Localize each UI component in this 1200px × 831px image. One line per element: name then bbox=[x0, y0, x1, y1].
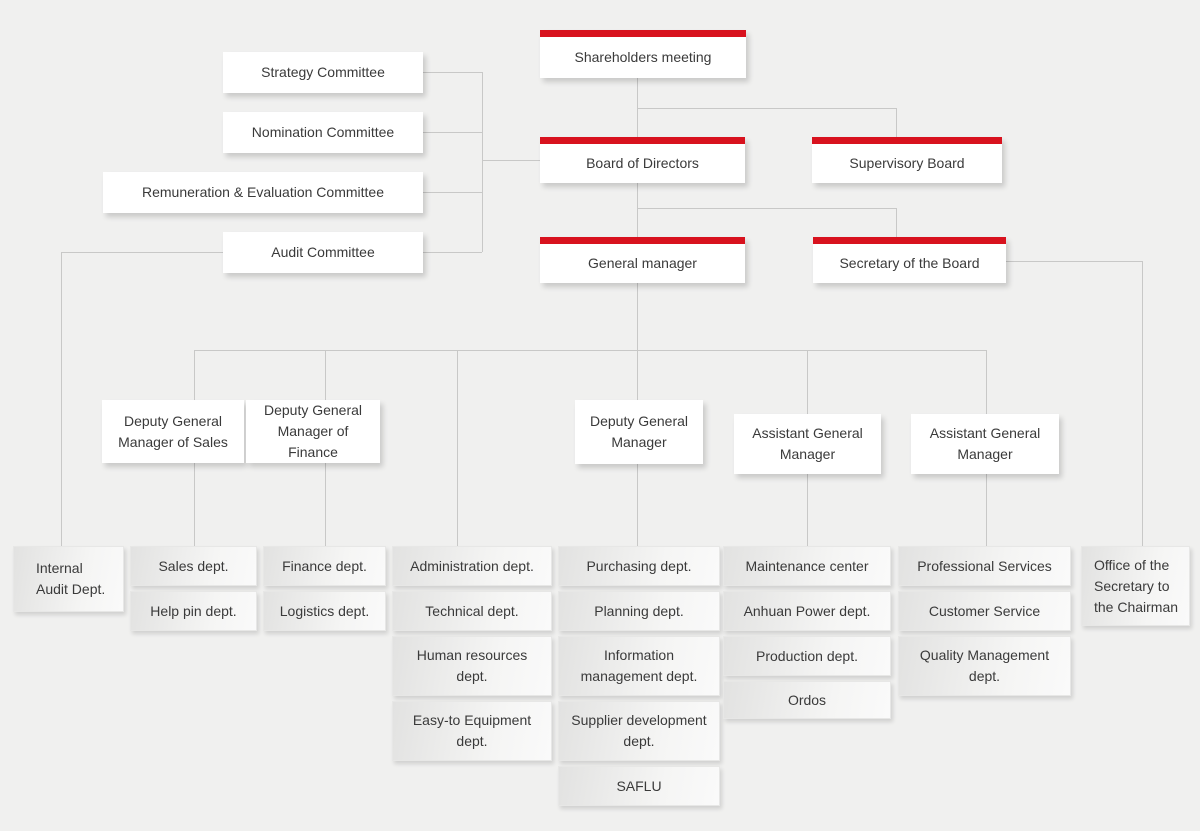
org-node-label: Easy-to Equipment dept. bbox=[412, 712, 532, 749]
red-accent-bar bbox=[813, 237, 1006, 244]
org-node-logistics-dept: Logistics dept. bbox=[263, 591, 386, 631]
connector-remuneration-stub bbox=[423, 192, 482, 193]
org-node-information-management-dept: Information management dept. bbox=[558, 636, 720, 696]
org-node-assistant-general-manager-2: Assistant General Manager bbox=[911, 414, 1059, 474]
org-node-label: Administration dept. bbox=[410, 557, 534, 574]
org-node-label: Remuneration & Evaluation Committee bbox=[141, 184, 384, 200]
org-node-label: Logistics dept. bbox=[279, 602, 370, 619]
org-node-label: Shareholders meeting bbox=[574, 49, 712, 65]
org-node-human-resources-dept: Human resources dept. bbox=[392, 636, 552, 696]
org-node-label: Ordos bbox=[787, 691, 827, 708]
org-node-assistant-general-manager-1: Assistant General Manager bbox=[734, 414, 881, 474]
org-node-shareholders-meeting: Shareholders meeting bbox=[540, 30, 746, 78]
connector-nomination-stub bbox=[423, 132, 482, 133]
org-node-quality-management-dept: Quality Management dept. bbox=[898, 636, 1071, 696]
org-node-maintenance-center: Maintenance center bbox=[723, 546, 891, 586]
org-node-internal-audit-dept: Internal Audit Dept. bbox=[13, 546, 124, 612]
connector-drop-administration-column bbox=[457, 350, 458, 546]
connector-branch-secretary-v bbox=[896, 208, 897, 237]
red-accent-bar bbox=[812, 137, 1002, 144]
org-node-purchasing-dept: Purchasing dept. bbox=[558, 546, 720, 586]
org-node-label: Assistant General Manager bbox=[752, 425, 863, 462]
org-node-nomination-committee: Nomination Committee bbox=[223, 112, 423, 153]
org-node-label: Nomination Committee bbox=[251, 124, 395, 140]
org-node-saflu: SAFLU bbox=[558, 766, 720, 806]
org-node-label: Audit Committee bbox=[271, 244, 375, 260]
org-node-label: Anhuan Power dept. bbox=[743, 602, 871, 619]
org-node-supervisory-board: Supervisory Board bbox=[812, 137, 1002, 183]
org-node-label: Human resources dept. bbox=[416, 647, 528, 684]
connector-strategy-stub bbox=[423, 72, 482, 73]
org-node-label: Office of the Secretary to the Chairman bbox=[1094, 556, 1179, 615]
org-node-label: Help pin dept. bbox=[150, 602, 237, 619]
org-node-deputy-gm-sales: Deputy General Manager of Sales bbox=[102, 400, 244, 463]
org-node-deputy-general-manager: Deputy General Manager bbox=[575, 400, 703, 464]
org-node-label: Production dept. bbox=[756, 647, 858, 664]
org-node-customer-service: Customer Service bbox=[898, 591, 1071, 631]
org-node-help-pin-dept: Help pin dept. bbox=[130, 591, 257, 631]
org-node-sales-dept: Sales dept. bbox=[130, 546, 257, 586]
org-node-anhuan-power-dept: Anhuan Power dept. bbox=[723, 591, 891, 631]
connector-internal-audit-drop bbox=[61, 252, 62, 546]
org-node-label: Sales dept. bbox=[158, 557, 229, 574]
org-node-deputy-gm-finance: Deputy General Manager of Finance bbox=[246, 400, 380, 463]
org-node-ordos: Ordos bbox=[723, 681, 891, 719]
org-node-strategy-committee: Strategy Committee bbox=[223, 52, 423, 93]
org-node-office-of-secretary-to-chairman: Office of the Secretary to the Chairman bbox=[1081, 546, 1190, 626]
org-node-label: Secretary of the Board bbox=[839, 255, 980, 271]
org-node-label: Deputy General Manager of Finance bbox=[263, 402, 363, 460]
org-node-label: Information management dept. bbox=[580, 647, 698, 684]
org-node-supplier-development-dept: Supplier development dept. bbox=[558, 701, 720, 761]
connector-distribution-bus bbox=[194, 350, 987, 351]
org-node-label: Technical dept. bbox=[425, 602, 519, 619]
org-node-label: Maintenance center bbox=[745, 557, 869, 574]
connector-board-to-gm bbox=[637, 183, 638, 237]
connector-secretary-to-office-v bbox=[1142, 261, 1143, 546]
org-node-label: Planning dept. bbox=[594, 602, 684, 619]
org-node-planning-dept: Planning dept. bbox=[558, 591, 720, 631]
org-node-label: Quality Management dept. bbox=[919, 647, 1050, 684]
connector-gm-to-distribution bbox=[637, 283, 638, 350]
red-accent-bar bbox=[540, 137, 745, 144]
connector-shareholders-to-board bbox=[637, 78, 638, 137]
org-node-production-dept: Production dept. bbox=[723, 636, 891, 676]
connector-secretary-to-office-h bbox=[1006, 261, 1142, 262]
org-node-finance-dept: Finance dept. bbox=[263, 546, 386, 586]
org-node-board-of-directors: Board of Directors bbox=[540, 137, 745, 183]
org-node-label: Assistant General Manager bbox=[929, 425, 1041, 462]
org-node-label: Deputy General Manager of Sales bbox=[118, 412, 228, 450]
connector-committee-spine bbox=[482, 72, 483, 252]
org-node-label: Deputy General Manager bbox=[589, 413, 689, 450]
org-node-technical-dept: Technical dept. bbox=[392, 591, 552, 631]
org-node-audit-committee: Audit Committee bbox=[223, 232, 423, 273]
org-node-professional-services: Professional Services bbox=[898, 546, 1071, 586]
org-node-administration-dept: Administration dept. bbox=[392, 546, 552, 586]
org-node-easy-to-equipment-dept: Easy-to Equipment dept. bbox=[392, 701, 552, 761]
org-node-secretary-of-the-board: Secretary of the Board bbox=[813, 237, 1006, 283]
org-node-label: Supervisory Board bbox=[849, 155, 965, 171]
connector-branch-supervisory-v bbox=[896, 108, 897, 137]
org-node-label: Customer Service bbox=[928, 602, 1041, 619]
org-node-label: SAFLU bbox=[616, 777, 662, 794]
org-node-label: Strategy Committee bbox=[261, 64, 385, 80]
connector-branch-secretary-h bbox=[637, 208, 896, 209]
org-node-label: Board of Directors bbox=[586, 155, 699, 171]
org-node-label: General manager bbox=[588, 255, 697, 271]
red-accent-bar bbox=[540, 237, 745, 244]
org-node-label: Purchasing dept. bbox=[586, 557, 692, 574]
red-accent-bar bbox=[540, 30, 746, 37]
connector-branch-supervisory-h bbox=[637, 108, 896, 109]
org-node-label: Professional Services bbox=[917, 557, 1052, 574]
org-node-remuneration-evaluation-committee: Remuneration & Evaluation Committee bbox=[103, 172, 423, 213]
org-node-label: Finance dept. bbox=[282, 557, 367, 574]
org-node-label: Supplier development dept. bbox=[571, 712, 707, 749]
org-node-general-manager: General manager bbox=[540, 237, 745, 283]
org-node-label: Internal Audit Dept. bbox=[36, 560, 106, 597]
connector-spine-to-board bbox=[482, 160, 540, 161]
